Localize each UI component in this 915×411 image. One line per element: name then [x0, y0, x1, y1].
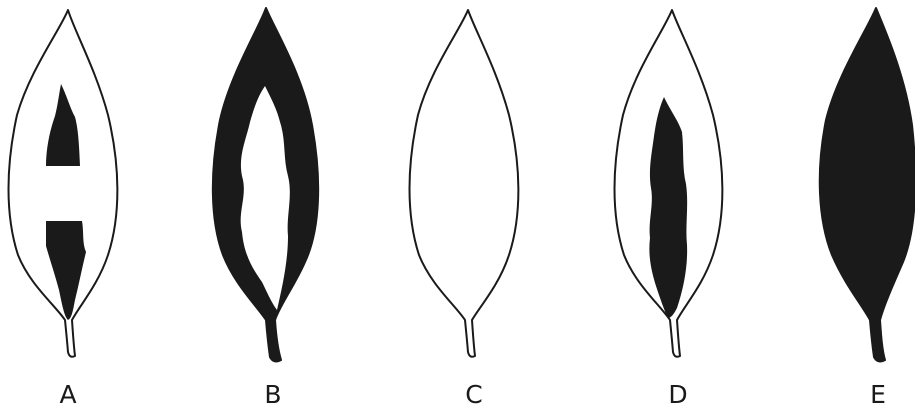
leaf-label-d: D: [658, 381, 698, 409]
leaf-a: [9, 10, 118, 357]
leaf-b: [213, 8, 318, 361]
leaf-e-blade: [820, 8, 915, 361]
leaf-label-a: A: [48, 381, 88, 409]
leaf-c-blade: [410, 10, 519, 357]
leaf-label-e: E: [858, 381, 898, 409]
leaf-label-b: B: [253, 381, 293, 409]
leaf-e: [820, 8, 915, 361]
leaf-c: [410, 10, 519, 357]
leaf-d: [615, 10, 723, 357]
leaf-label-c: C: [454, 381, 494, 409]
